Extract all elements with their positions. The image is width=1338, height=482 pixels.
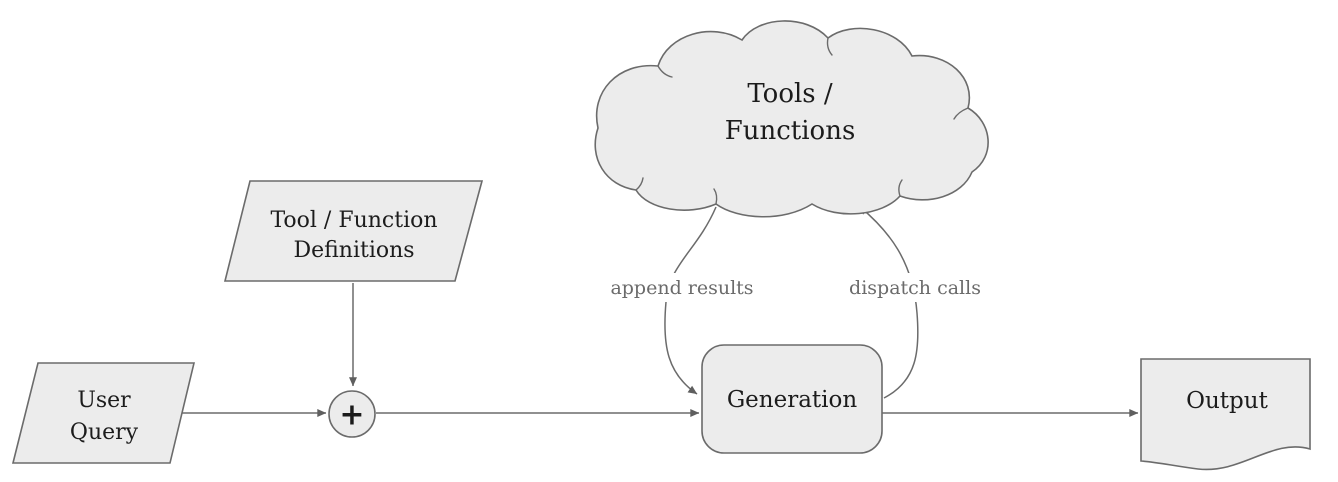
definitions-label-line2: Definitions	[293, 238, 414, 263]
user-query-label-line2: Query	[70, 420, 139, 445]
dispatch-calls-label-mask	[844, 273, 988, 302]
combine-circle-shape	[328, 390, 376, 438]
generation-node: Generation	[701, 344, 883, 454]
cloud-stub	[826, 37, 833, 56]
user-query-label-line1: User	[77, 388, 131, 413]
cloud-label-line1: Tools /	[747, 79, 833, 109]
dispatch-calls-label: dispatch calls	[844, 273, 988, 302]
cloud-stub	[657, 65, 673, 78]
cloud-stub	[713, 188, 718, 205]
append-results-label-text: append results	[610, 277, 753, 299]
output-shape	[1140, 358, 1311, 471]
user-query-node: User Query	[11, 362, 196, 464]
tools-functions-node: Tools / Functions	[594, 20, 989, 218]
append-results-label-mask	[603, 273, 761, 302]
generation-shape	[701, 344, 883, 454]
cloud-stub	[635, 177, 644, 191]
output-node: Output	[1140, 358, 1311, 471]
user-query-shape	[11, 362, 196, 464]
definitions-node: Tool / Function Definitions	[223, 180, 484, 282]
combine-plus-label: +	[339, 398, 364, 433]
edge-dispatch-calls	[858, 205, 919, 399]
cloud-stub	[953, 107, 969, 120]
cloud-label-line2: Functions	[725, 116, 856, 146]
cloud-stub	[898, 179, 903, 197]
generation-label: Generation	[727, 387, 858, 413]
definitions-shape	[223, 180, 484, 282]
append-results-label: append results	[603, 273, 761, 302]
output-label: Output	[1186, 388, 1268, 414]
dispatch-calls-label-text: dispatch calls	[849, 277, 981, 299]
combine-node: +	[328, 390, 376, 438]
definitions-label-line1: Tool / Function	[270, 208, 437, 233]
